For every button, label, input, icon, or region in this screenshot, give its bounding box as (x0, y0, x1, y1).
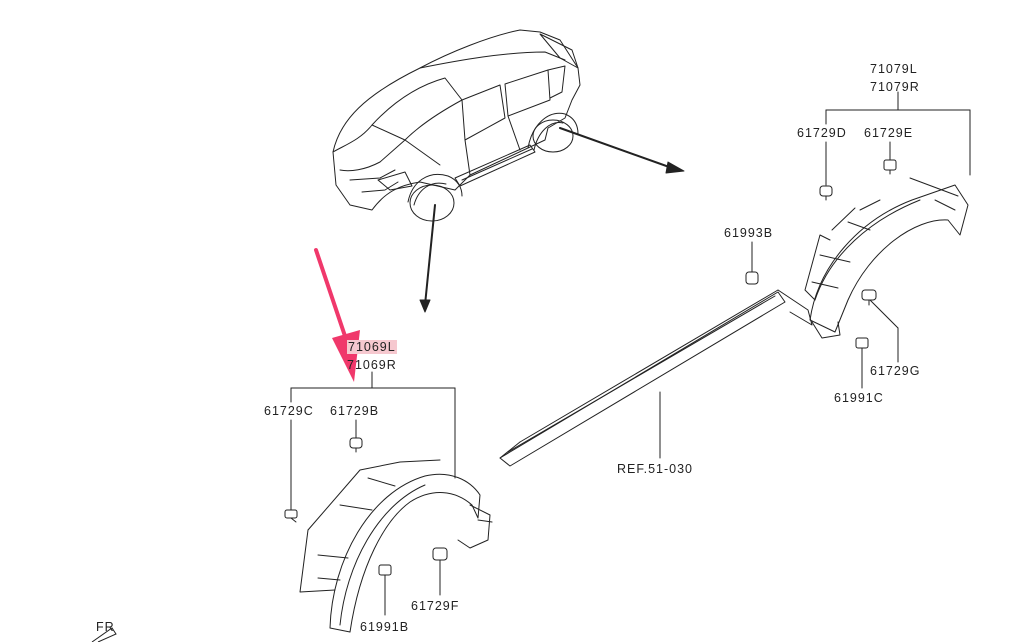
label-61729G: 61729G (870, 364, 921, 378)
car-illustration (332, 29, 581, 222)
front-wheel-arch-liner (299, 459, 493, 633)
rear-wheel-arch-liner (804, 177, 969, 339)
rear-fasteners (745, 159, 897, 356)
label-71069L: 71069L (347, 340, 397, 354)
label-61729D: 61729D (797, 126, 847, 140)
label-61729B: 61729B (330, 404, 380, 418)
label-61993B: 61993B (724, 226, 774, 240)
callout-arrows (419, 127, 685, 313)
label-71069L-text: 71069L (347, 340, 397, 354)
label-71069R: 71069R (347, 358, 397, 372)
label-61991B: 61991B (360, 620, 410, 634)
label-fr: FR (96, 620, 115, 634)
label-61729F: 61729F (411, 599, 460, 613)
side-sill-strip (499, 289, 813, 467)
label-71079R: 71079R (870, 80, 920, 94)
label-61991C: 61991C (834, 391, 884, 405)
label-61729C: 61729C (264, 404, 314, 418)
label-ref: REF.51-030 (617, 462, 694, 476)
label-61729E: 61729E (864, 126, 914, 140)
front-fasteners (284, 437, 448, 581)
rear-leader-lines (659, 91, 971, 459)
fr-direction-arrow-icon (91, 627, 117, 642)
label-71079L: 71079L (870, 62, 918, 76)
front-leader-lines (290, 371, 456, 616)
